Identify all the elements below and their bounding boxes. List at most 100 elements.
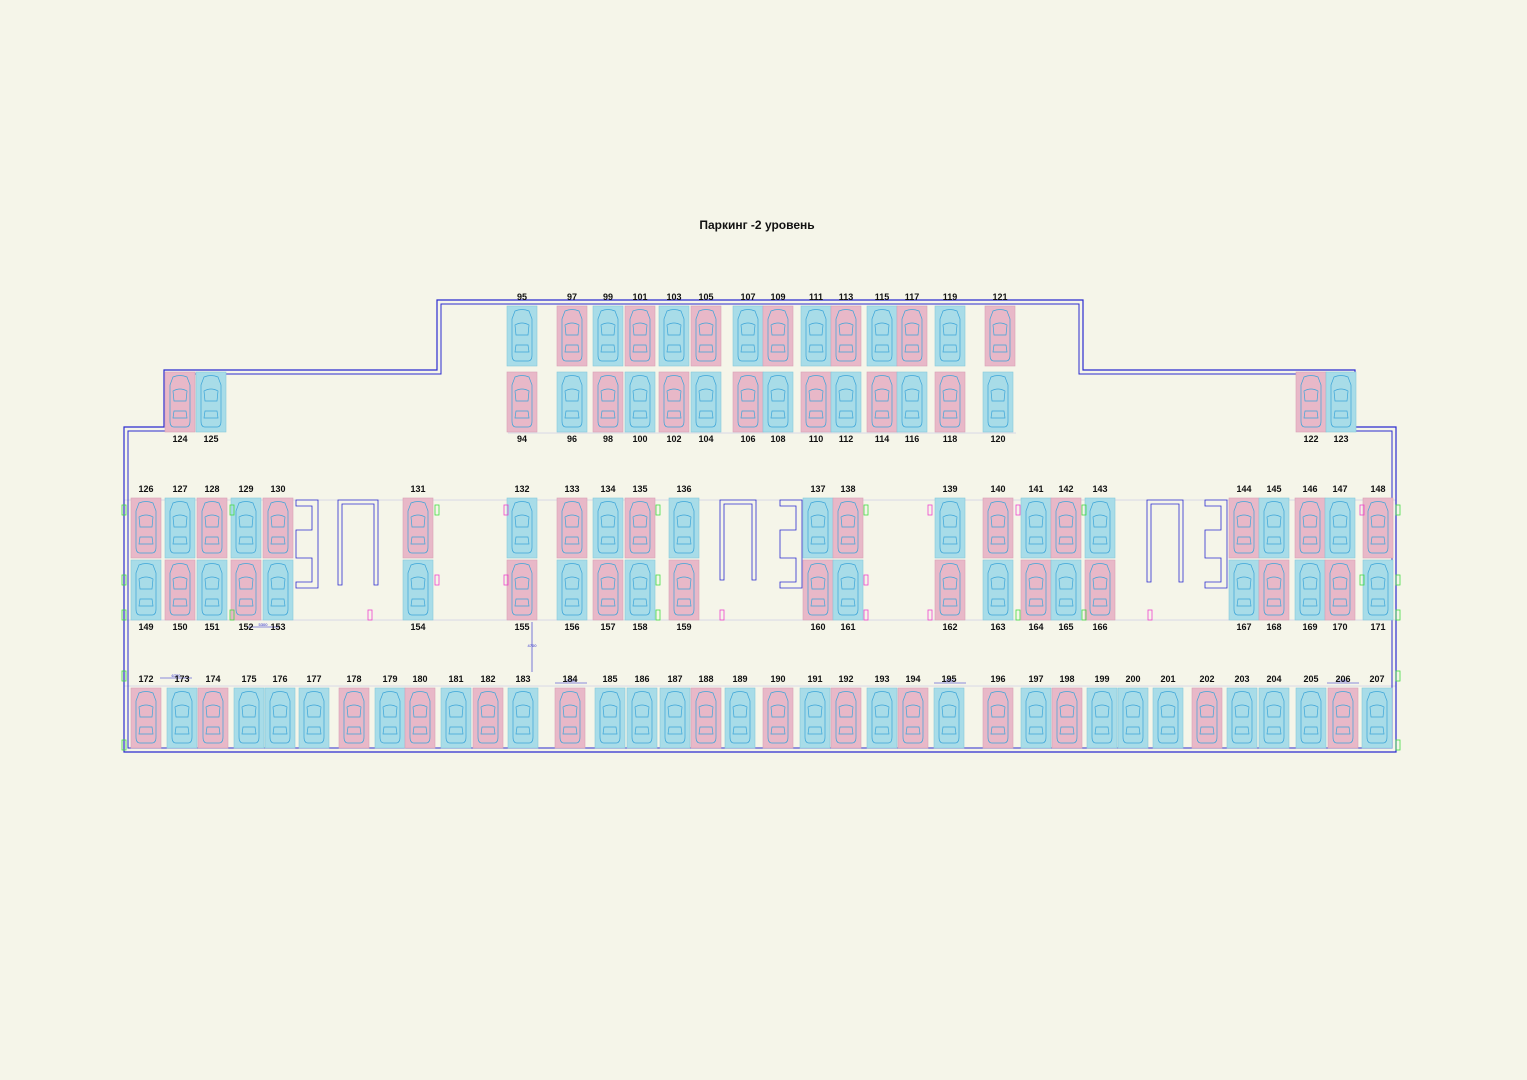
parking-spot[interactable]: 135 <box>624 484 656 559</box>
parking-spot[interactable]: 98 <box>592 371 624 444</box>
parking-spot[interactable]: 167 <box>1228 559 1260 632</box>
parking-spot[interactable]: 204 <box>1258 674 1290 749</box>
parking-spot[interactable]: 174 <box>197 674 229 749</box>
parking-spot[interactable]: 194 <box>897 674 929 749</box>
parking-spot[interactable]: 138 <box>832 484 864 559</box>
parking-spot[interactable]: 144 <box>1228 484 1260 559</box>
parking-spot[interactable]: 101 <box>624 292 656 367</box>
parking-spot[interactable]: 120 <box>982 371 1014 444</box>
parking-spot[interactable]: 147 <box>1324 484 1356 559</box>
parking-spot[interactable]: 184 <box>554 674 586 749</box>
parking-spot[interactable]: 158 <box>624 559 656 632</box>
parking-spot[interactable]: 96 <box>556 371 588 444</box>
parking-spot[interactable]: 193 <box>866 674 898 749</box>
parking-spot[interactable]: 140 <box>982 484 1014 559</box>
parking-spot[interactable]: 116 <box>896 371 928 444</box>
parking-spot[interactable]: 100 <box>624 371 656 444</box>
parking-spot[interactable]: 168 <box>1258 559 1290 632</box>
parking-spot[interactable]: 124 <box>164 371 196 444</box>
parking-spot[interactable]: 109 <box>762 292 794 367</box>
parking-spot[interactable]: 108 <box>762 371 794 444</box>
parking-spot[interactable]: 166 <box>1084 559 1116 632</box>
parking-spot[interactable]: 172 <box>130 674 162 749</box>
parking-spot[interactable]: 203 <box>1226 674 1258 749</box>
parking-spot[interactable]: 163 <box>982 559 1014 632</box>
parking-spot[interactable]: 159 <box>668 559 700 632</box>
parking-spot[interactable]: 188 <box>690 674 722 749</box>
parking-spot[interactable]: 156 <box>556 559 588 632</box>
parking-spot[interactable]: 97 <box>556 292 588 367</box>
parking-spot[interactable]: 198 <box>1051 674 1083 749</box>
parking-spot[interactable]: 139 <box>934 484 966 559</box>
parking-spot[interactable]: 199 <box>1086 674 1118 749</box>
parking-spot[interactable]: 185 <box>594 674 626 749</box>
parking-spot[interactable]: 187 <box>659 674 691 749</box>
parking-spot[interactable]: 126 <box>130 484 162 559</box>
parking-spot[interactable]: 111 <box>800 292 832 367</box>
parking-spot[interactable]: 155 <box>506 559 538 632</box>
parking-spot[interactable]: 157 <box>592 559 624 632</box>
parking-spot[interactable]: 95 <box>506 292 538 367</box>
parking-spot[interactable]: 127 <box>164 484 196 559</box>
parking-spot[interactable]: 201 <box>1152 674 1184 749</box>
parking-spot[interactable]: 160 <box>802 559 834 632</box>
parking-spot[interactable]: 154 <box>402 559 434 632</box>
parking-spot[interactable]: 136 <box>668 484 700 559</box>
parking-spot[interactable]: 114 <box>866 371 898 444</box>
parking-spot[interactable]: 183 <box>507 674 539 749</box>
parking-spot[interactable]: 162 <box>934 559 966 632</box>
parking-spot[interactable]: 132 <box>506 484 538 559</box>
parking-spot[interactable]: 189 <box>724 674 756 749</box>
parking-spot[interactable]: 145 <box>1258 484 1290 559</box>
parking-spot[interactable]: 176 <box>264 674 296 749</box>
parking-spot[interactable]: 102 <box>658 371 690 444</box>
parking-spot[interactable]: 171 <box>1362 559 1394 632</box>
parking-spot[interactable]: 207 <box>1361 674 1393 749</box>
parking-spot[interactable]: 106 <box>732 371 764 444</box>
parking-spot[interactable]: 151 <box>196 559 228 632</box>
parking-spot[interactable]: 196 <box>982 674 1014 749</box>
parking-spot[interactable]: 173 <box>166 674 198 749</box>
parking-spot[interactable]: 119 <box>934 292 966 367</box>
parking-spot[interactable]: 143 <box>1084 484 1116 559</box>
parking-spot[interactable]: 121 <box>984 292 1016 367</box>
parking-spot[interactable]: 104 <box>690 371 722 444</box>
parking-spot[interactable]: 190 <box>762 674 794 749</box>
parking-spot[interactable]: 118 <box>934 371 966 444</box>
parking-spot[interactable]: 129 <box>230 484 262 559</box>
parking-spot[interactable]: 128 <box>196 484 228 559</box>
parking-spot[interactable]: 179 <box>374 674 406 749</box>
parking-spot[interactable]: 164 <box>1020 559 1052 632</box>
parking-spot[interactable]: 148 <box>1362 484 1394 559</box>
parking-spot[interactable]: 137 <box>802 484 834 559</box>
parking-spot[interactable]: 150 <box>164 559 196 632</box>
parking-spot[interactable]: 180 <box>404 674 436 749</box>
parking-spot[interactable]: 117 <box>896 292 928 367</box>
parking-spot[interactable]: 149 <box>130 559 162 632</box>
parking-spot[interactable]: 94 <box>506 371 538 444</box>
parking-spot[interactable]: 186 <box>626 674 658 749</box>
parking-spot[interactable]: 105 <box>690 292 722 367</box>
parking-spot[interactable]: 134 <box>592 484 624 559</box>
parking-spot[interactable]: 133 <box>556 484 588 559</box>
parking-spot[interactable]: 153 <box>262 559 294 632</box>
parking-spot[interactable]: 197 <box>1020 674 1052 749</box>
parking-spot[interactable]: 182 <box>472 674 504 749</box>
parking-spot[interactable]: 192 <box>830 674 862 749</box>
parking-spot[interactable]: 112 <box>830 371 862 444</box>
parking-spot[interactable]: 99 <box>592 292 624 367</box>
parking-spot[interactable]: 107 <box>732 292 764 367</box>
parking-spot[interactable]: 177 <box>298 674 330 749</box>
parking-spot[interactable]: 122 <box>1295 371 1327 444</box>
parking-spot[interactable]: 170 <box>1324 559 1356 632</box>
parking-spot[interactable]: 206 <box>1327 674 1359 749</box>
parking-spot[interactable]: 113 <box>830 292 862 367</box>
parking-spot[interactable]: 142 <box>1050 484 1082 559</box>
parking-spot[interactable]: 130 <box>262 484 294 559</box>
parking-spot[interactable]: 152 <box>230 559 262 632</box>
parking-spot[interactable]: 200 <box>1117 674 1149 749</box>
parking-spot[interactable]: 205 <box>1295 674 1327 749</box>
parking-spot[interactable]: 165 <box>1050 559 1082 632</box>
parking-spot[interactable]: 103 <box>658 292 690 367</box>
parking-spot[interactable]: 181 <box>440 674 472 749</box>
